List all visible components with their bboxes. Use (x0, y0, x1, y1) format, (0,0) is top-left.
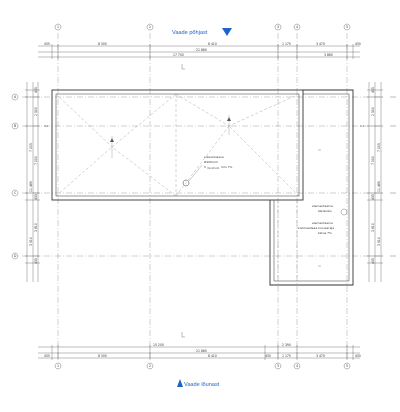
dim-bottom-seg-7: 455 (355, 354, 361, 358)
grid-bubbles-top (54, 23, 351, 31)
grid-lines (22, 33, 385, 360)
annex-roof (269, 89, 354, 286)
gutter-markers (181, 64, 321, 338)
dim-top-sub-right: 3 860 (324, 53, 333, 57)
dim-left-total-2: 11 485 (29, 181, 33, 192)
note-r2-line1: elementaarne (312, 221, 333, 225)
north-arrow-icon (222, 28, 232, 36)
note-drain-line1: sulaustusava (204, 155, 224, 159)
south-view-title: Vaade lõunast (184, 382, 220, 388)
dim-right-seg-3: 7 000 (371, 156, 375, 165)
dim-bottom-total-right: 2 390 (282, 343, 291, 347)
dim-top-total: 21 860 (196, 48, 207, 52)
dim-bottom-seg-5: 1 175 (282, 354, 291, 358)
grid-label-2-bottom: 2 (149, 364, 151, 368)
dim-right-total-1: 7 005 (377, 143, 381, 152)
grid-label-3-top: 3 (277, 25, 279, 29)
dim-bottom-overall: 21 860 (196, 349, 207, 353)
dim-left-seg-6: 455 (34, 258, 38, 264)
grid-label-1-bottom: 1 (57, 364, 59, 368)
dim-bottom-seg-4: 455 (265, 354, 271, 358)
dim-top-seg-4: 1 175 (282, 42, 291, 46)
dim-bottom-seg-6: 3 470 (316, 354, 325, 358)
dim-left-total-3: 3 910 (29, 237, 33, 246)
dim-right-total-2: 11 485 (377, 181, 381, 192)
grid-label-3-bottom: 3 (277, 364, 279, 368)
dim-top-seg-1: 455 (44, 42, 50, 46)
grid-label-a-left: A (14, 95, 17, 99)
section-mark-right: 3,1 (360, 124, 364, 128)
dimension-lines (25, 44, 383, 360)
dim-right-seg-2: 2 500 (371, 107, 375, 116)
note-r2-line3: katus 7% (318, 231, 332, 235)
dim-top-seg-2: 8 500 (98, 42, 107, 46)
dim-top-sub-left: 17 700 (173, 53, 184, 57)
note-drain-line3: h (204, 165, 206, 169)
grid-label-5-bottom: 5 (346, 364, 348, 368)
grid-label-d-left: D (14, 254, 17, 258)
grid-label-b-left: B (14, 124, 16, 128)
dim-right-seg-1: 455 (371, 87, 375, 93)
roof-drain-icon (182, 179, 190, 187)
grid-label-2-top: 2 (149, 25, 151, 29)
grid-bubbles-left (11, 93, 19, 260)
dim-right-seg-5: 3 810 (371, 223, 375, 232)
dim-right-total-3: 3 910 (377, 237, 381, 246)
dim-left-seg-1: 455 (34, 87, 38, 93)
dim-right-seg-6: 455 (371, 258, 375, 264)
dim-left-total-1: 7 005 (29, 143, 33, 152)
dim-bottom-seg-2: 8 500 (98, 354, 107, 358)
grid-label-5-top: 5 (346, 25, 348, 29)
grid-label-4-top: 4 (296, 25, 298, 29)
section-mark-left: 3,1 (44, 124, 48, 128)
dim-top-seg-6: 455 (355, 42, 361, 46)
dim-bottom-seg-1: 455 (44, 354, 50, 358)
dim-top-seg-3: 8 410 (208, 42, 217, 46)
dim-bottom-seg-3: 8 410 (208, 354, 217, 358)
note-drain-line4: min 7% (221, 165, 233, 169)
dim-left-seg-5: 3 810 (34, 223, 38, 232)
grid-bubbles-bottom (54, 362, 351, 370)
note-r1-line1: elementaarne (312, 204, 333, 208)
south-arrow-icon (177, 379, 183, 387)
note-r2-line2: kivimaadeaa kruusaraja (298, 226, 334, 230)
dim-left-seg-4: 455 (34, 194, 38, 200)
note-drain-line2: Ø100mm (204, 159, 218, 164)
annex-marker-icon (340, 208, 348, 216)
roof-drain-leader (188, 164, 203, 182)
dim-right-seg-4: 455 (371, 194, 375, 200)
note-r1-line2: äärisvärv (318, 209, 332, 213)
dim-top-seg-5: 3 470 (316, 42, 325, 46)
grid-ticks-right (390, 96, 396, 257)
dim-bottom-total-left: 15 200 (153, 343, 164, 347)
main-roof (51, 89, 304, 201)
note-drain-sub: minimum (207, 166, 220, 170)
grid-label-4-bottom: 4 (296, 364, 298, 368)
dim-left-seg-3: 7 000 (34, 156, 38, 165)
north-view-title: Vaade põhjast (172, 30, 208, 36)
grid-label-c-left: C (14, 191, 17, 195)
dim-left-seg-2: 2 500 (34, 107, 38, 116)
grid-label-1-top: 1 (57, 25, 59, 29)
